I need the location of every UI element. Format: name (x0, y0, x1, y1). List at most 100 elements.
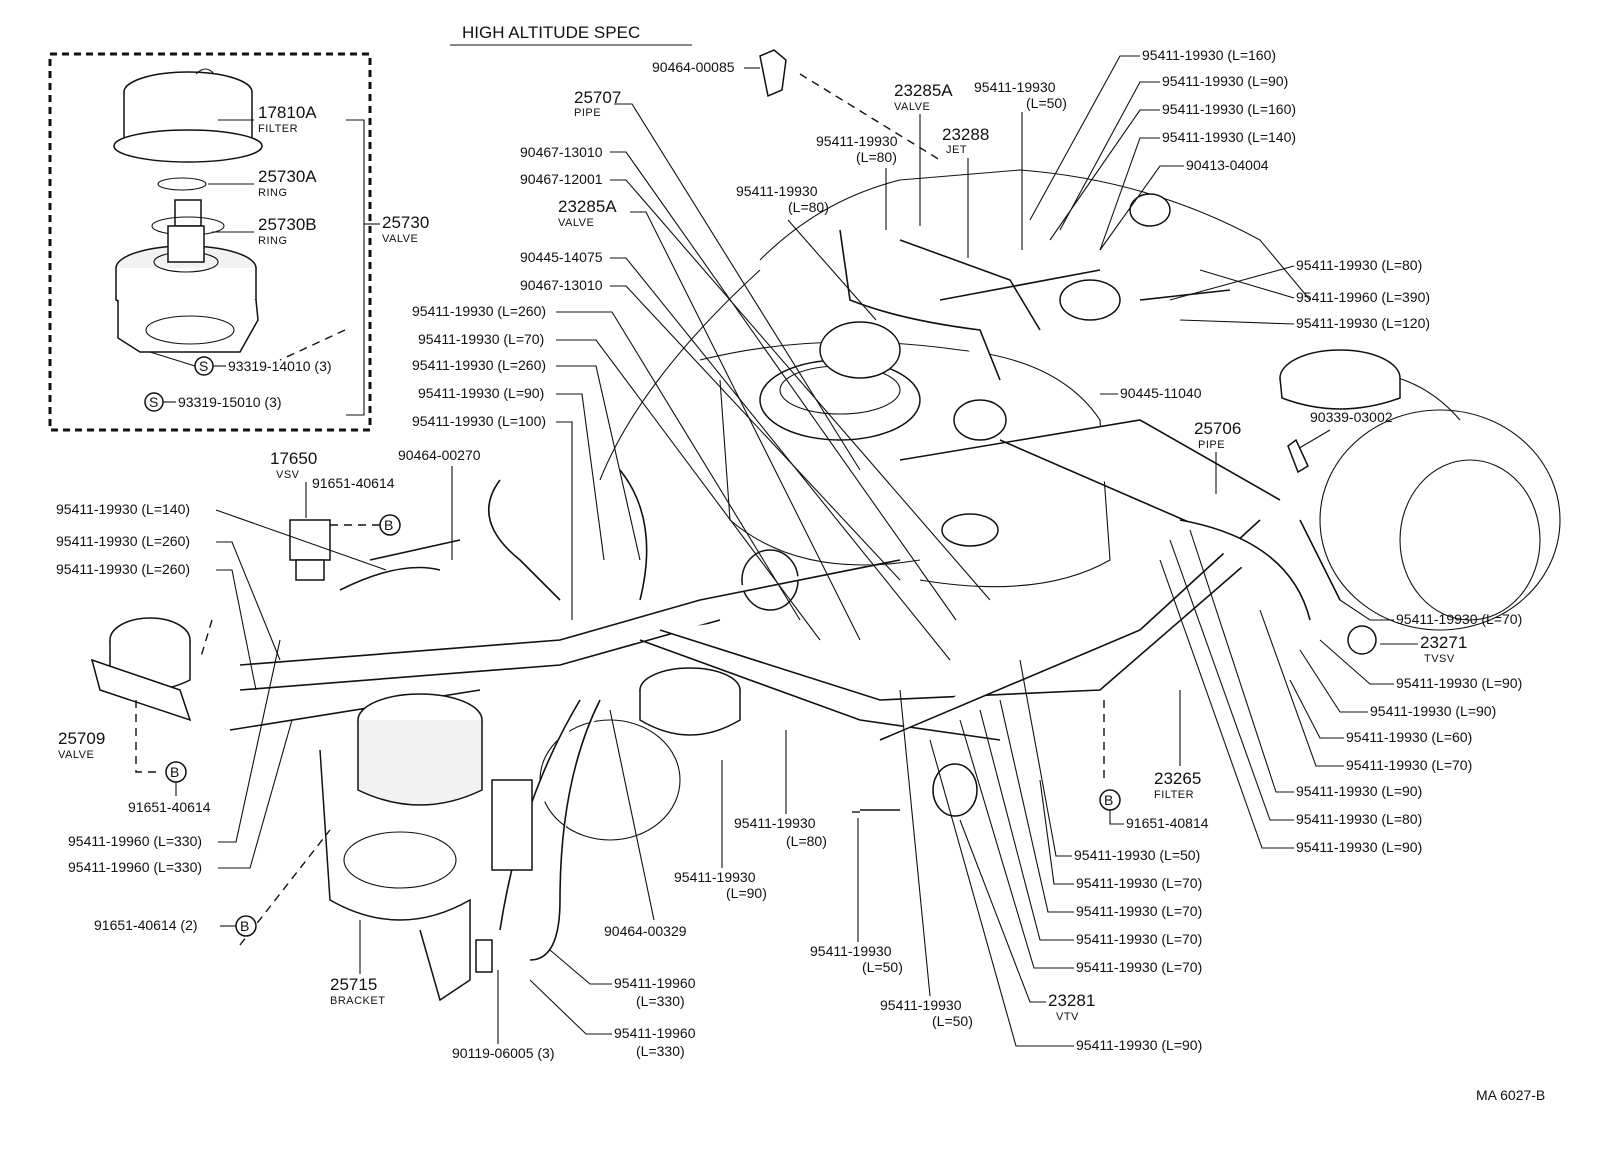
label-hose-80-top2-len: (L=80) (788, 199, 829, 215)
label-hose-50-b-len: (L=50) (932, 1013, 973, 1029)
ref-dash (199, 619, 213, 661)
ref-dash (279, 329, 346, 361)
leader (1319, 639, 1394, 685)
leader (556, 421, 573, 620)
label-hose-80-a-len: (L=80) (786, 833, 827, 849)
part-23271: 23271 (1420, 633, 1467, 652)
label-hose-330-d-len: (L=330) (636, 1043, 685, 1059)
part-25730b-name: RING (258, 235, 288, 247)
part-25730a: 25730A (258, 167, 317, 186)
inset-box (48, 52, 372, 432)
label-hose-80-top2: 95411-19930 (736, 183, 818, 199)
part-23285a-top: 23285A (894, 81, 953, 100)
inset-valve-drawing (113, 68, 263, 353)
part-25709: 25709 (58, 729, 105, 748)
leader (1169, 265, 1295, 301)
leader (1099, 137, 1160, 251)
leader (218, 639, 281, 843)
leader (610, 151, 957, 621)
label-90464-00329: 90464-00329 (604, 923, 687, 939)
label-90464-00270: 90464-00270 (398, 447, 481, 463)
leader (549, 949, 612, 985)
label-hose-50-top-len: (L=50) (1026, 95, 1067, 111)
bolt-symbol-2: B (165, 761, 187, 783)
label-hose-80-top1-len: (L=80) (856, 149, 897, 165)
leader (149, 351, 196, 367)
leader (1169, 539, 1294, 821)
screw-symbol-2: S (144, 392, 164, 412)
label-90119-06005: 90119-06005 (3) (452, 1045, 554, 1061)
label-hose-70-center-c: 95411-19930 (L=70) (1076, 931, 1202, 947)
leader (899, 689, 931, 997)
part-17810a-name: FILTER (258, 123, 298, 135)
leader (1199, 269, 1295, 299)
svg-text:B: B (384, 517, 393, 533)
label-hose-50-b: 95411-19930 (880, 997, 962, 1013)
label-hose-80-right-a: 95411-19930 (L=80) (1296, 257, 1422, 273)
label-90413-04004: 90413-04004 (1186, 157, 1269, 173)
leader (1339, 599, 1394, 621)
part-25730a-name: RING (258, 187, 288, 199)
label-hose-90-b: 95411-19930 (674, 869, 756, 885)
part-23271-name: TVSV (1424, 653, 1455, 665)
valve-25709-drawing (90, 617, 192, 722)
part-25715-name: BRACKET (330, 995, 385, 1007)
screw-symbol-1: S (194, 356, 214, 376)
leader (529, 979, 612, 1035)
leader (999, 699, 1074, 913)
part-25730: 25730 (382, 213, 429, 232)
label-hose-80-a: 95411-19930 (734, 815, 816, 831)
label-hose-260-c: 95411-19930 (L=260) (56, 533, 190, 549)
leader (1299, 649, 1368, 713)
label-91651-40614-a: 91651-40614 (312, 475, 395, 491)
label-hose-260-d: 95411-19930 (L=260) (56, 561, 190, 577)
leader (1039, 779, 1074, 885)
leader (610, 179, 991, 601)
label-90467-12001: 90467-12001 (520, 171, 603, 187)
svg-text:S: S (149, 394, 158, 410)
part-25715: 25715 (330, 975, 377, 994)
leader (959, 719, 1074, 969)
label-hose-70-right-a: 95411-19930 (L=70) (1396, 611, 1522, 627)
bolt-symbol-4: B (1099, 789, 1121, 811)
label-hose-120: 95411-19930 (L=120) (1296, 315, 1430, 331)
part-23285a-mid: 23285A (558, 197, 617, 216)
part-93319-15010: 93319-15010 (3) (178, 394, 282, 410)
label-hose-160-a: 95411-19930 (L=160) (1142, 47, 1276, 63)
part-23281: 23281 (1048, 991, 1095, 1010)
leader (1179, 319, 1295, 325)
bolt-symbol-3: B (235, 915, 257, 937)
label-hose-50-center: 95411-19930 (L=50) (1074, 847, 1200, 863)
part-23288: 23288 (942, 125, 989, 144)
leader (614, 103, 861, 471)
label-hose-90-b-len: (L=90) (726, 885, 767, 901)
leader (979, 709, 1074, 941)
svg-text:S: S (199, 358, 208, 374)
label-hose-90-right-a: 95411-19930 (L=90) (1162, 73, 1288, 89)
leader (929, 739, 1074, 1047)
leader (215, 509, 387, 571)
label-hose-390: 95411-19960 (L=390) (1296, 289, 1430, 305)
vsv-drawing (289, 519, 331, 581)
valve-bracket-leader (346, 119, 365, 416)
part-23285a-top-name: VALVE (894, 101, 930, 113)
label-hose-50-a: 95411-19930 (810, 943, 892, 959)
label-90339-03002: 90339-03002 (1310, 409, 1393, 425)
label-hose-70-center-b: 95411-19930 (L=70) (1076, 903, 1202, 919)
label-hose-330-c: 95411-19960 (614, 975, 696, 991)
part-23285a-mid-name: VALVE (558, 217, 594, 229)
label-hose-260-b: 95411-19930 (L=260) (412, 357, 546, 373)
part-23265-name: FILTER (1154, 789, 1194, 801)
label-90467-13010-b: 90467-13010 (520, 277, 603, 293)
label-hose-330-c-len: (L=330) (636, 993, 685, 1009)
label-hose-70-center-d: 95411-19930 (L=70) (1076, 959, 1202, 975)
label-hose-60: 95411-19930 (L=60) (1346, 729, 1472, 745)
leader (1259, 609, 1344, 767)
leader (1049, 109, 1160, 241)
part-17650-name: VSV (276, 469, 300, 481)
label-hose-70-right-b: 95411-19930 (L=70) (1346, 757, 1472, 773)
leader (959, 819, 1046, 1003)
label-hose-90-right-d: 95411-19930 (L=90) (1296, 783, 1422, 799)
